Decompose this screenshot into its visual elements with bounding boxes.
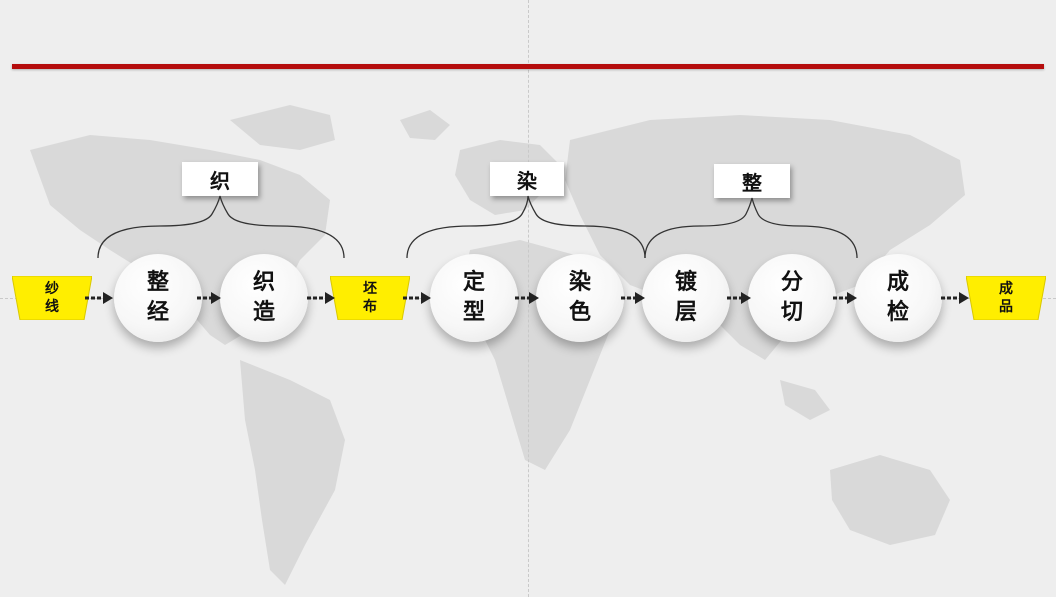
step-dyeing-line2: 色 — [568, 300, 591, 325]
arrow-right-icon — [621, 292, 645, 304]
brace-finish — [644, 197, 858, 259]
step-slitting-line2: 切 — [780, 300, 803, 325]
step-coating-line1: 镀 — [674, 270, 697, 295]
group-label-dye: 染 — [490, 162, 564, 196]
tag-product: 成 品 — [966, 276, 1046, 320]
group-label-finish: 整 — [714, 164, 790, 198]
group-label-weave: 织 — [182, 162, 258, 196]
arrow-right-icon — [515, 292, 539, 304]
brace-dye — [406, 195, 646, 259]
step-inspection-line1: 成 — [886, 270, 909, 295]
tag-yarn-line2: 线 — [45, 299, 59, 315]
step-setting: 定 型 — [430, 254, 518, 342]
step-dyeing-line1: 染 — [568, 270, 591, 295]
step-inspection-line2: 检 — [886, 300, 909, 325]
arrow-right-icon — [85, 292, 113, 304]
arrow-right-icon — [403, 292, 431, 304]
step-weaving-line1: 织 — [252, 270, 275, 295]
tag-greige: 坯 布 — [330, 276, 410, 320]
tag-greige-line2: 布 — [363, 299, 377, 315]
tag-product-line1: 成 — [999, 281, 1013, 297]
arrow-right-icon — [833, 292, 857, 304]
step-coating: 镀 层 — [642, 254, 730, 342]
tag-product-line2: 品 — [999, 299, 1013, 315]
step-warping-line2: 经 — [146, 300, 169, 325]
step-slitting: 分 切 — [748, 254, 836, 342]
arrow-right-icon — [197, 292, 221, 304]
tag-product-shape — [966, 276, 1046, 320]
tag-yarn-line1: 纱 — [45, 281, 59, 297]
step-weaving-line2: 造 — [252, 300, 275, 325]
step-setting-line1: 定 — [462, 270, 485, 295]
arrow-right-icon — [941, 292, 969, 304]
tag-yarn: 纱 线 — [12, 276, 92, 320]
step-slitting-line1: 分 — [780, 270, 803, 295]
brace-weave — [97, 195, 345, 259]
step-dyeing: 染 色 — [536, 254, 624, 342]
step-inspection: 成 检 — [854, 254, 942, 342]
arrow-right-icon — [307, 292, 335, 304]
title-rule — [12, 64, 1044, 69]
step-warping: 整 经 — [114, 254, 202, 342]
step-warping-line1: 整 — [146, 270, 169, 295]
step-weaving: 织 造 — [220, 254, 308, 342]
tag-yarn-shape — [12, 276, 92, 320]
step-setting-line2: 型 — [462, 300, 485, 325]
step-coating-line2: 层 — [674, 300, 697, 325]
tag-greige-shape — [330, 276, 410, 320]
tag-greige-line1: 坯 — [363, 281, 377, 297]
arrow-right-icon — [727, 292, 751, 304]
